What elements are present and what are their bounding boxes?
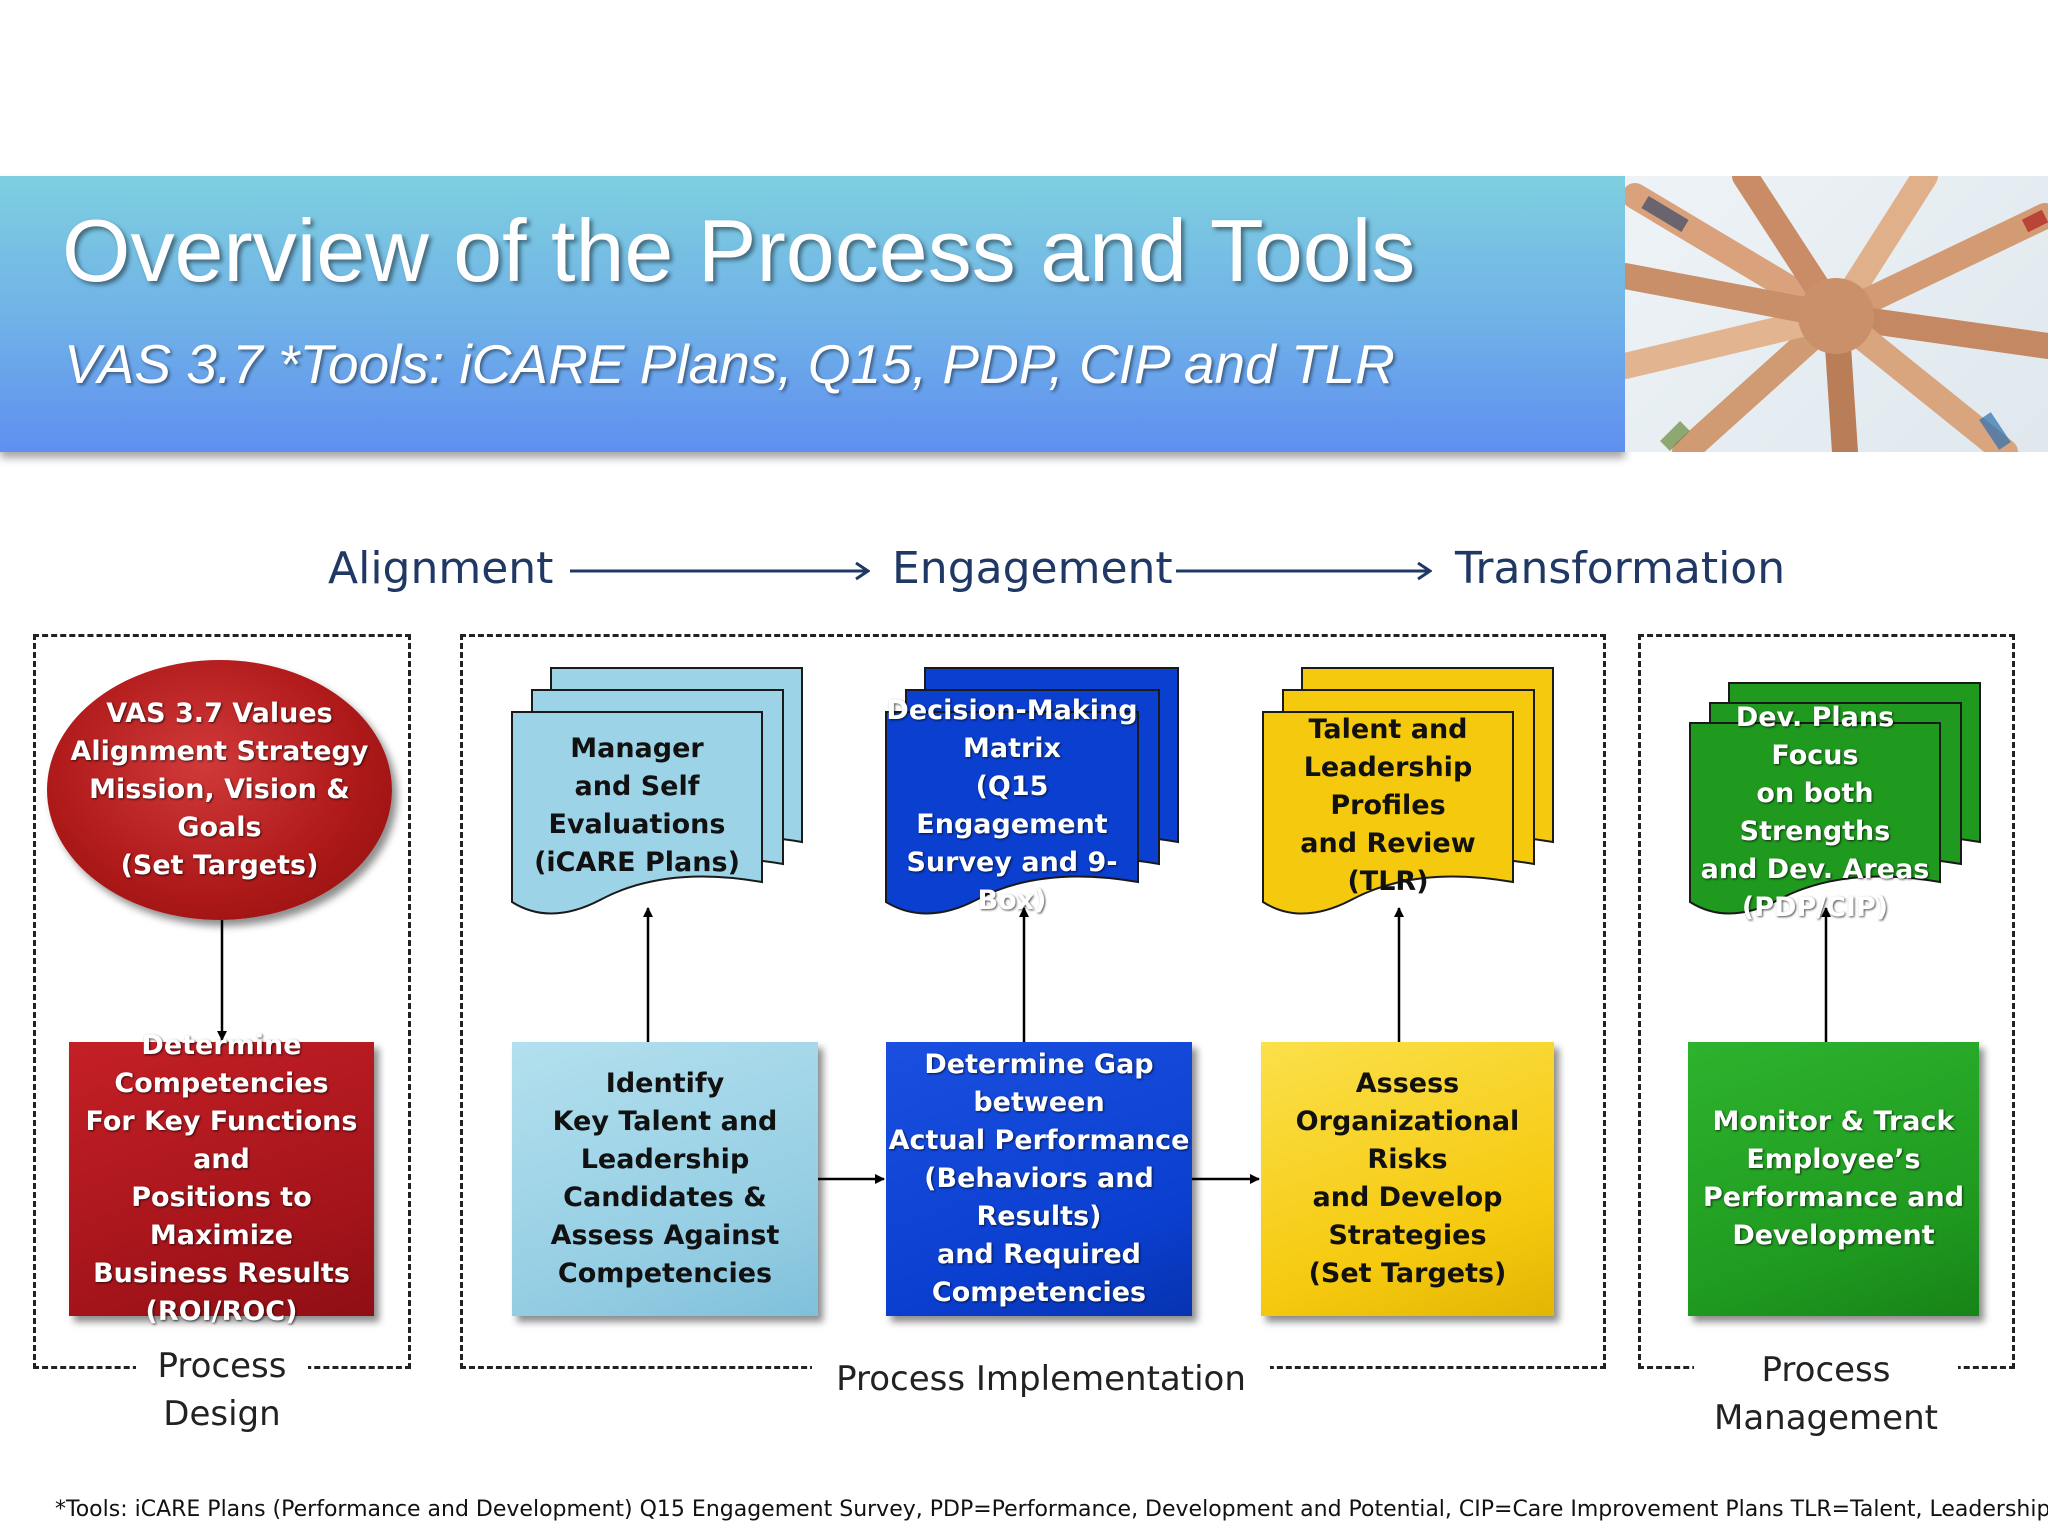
assess-risks-box: Assess Organizational Risks and Develop … xyxy=(1261,1042,1554,1316)
identify-key-talent-box: Identify Key Talent and Leadership Candi… xyxy=(512,1042,818,1316)
document-stack-tlr xyxy=(1262,667,1554,915)
monitor-track-box: Monitor & Track Employee’s Performance a… xyxy=(1688,1042,1979,1316)
section-label-design: Process Design xyxy=(136,1342,308,1438)
teamwork-hands-photo xyxy=(1625,176,2048,452)
document-pdp-label: Dev. Plans Focus on both Strengths and D… xyxy=(1700,702,1930,923)
determine-competencies-box: Determine Competencies For Key Functions… xyxy=(69,1030,374,1327)
section-label-management: Process Management xyxy=(1694,1346,1958,1442)
document-stack-icare xyxy=(511,667,803,915)
page-subtitle: VAS 3.7 *Tools: iCARE Plans, Q15, PDP, C… xyxy=(64,333,1395,395)
document-icare-label: Manager and Self Evaluations (iCARE Plan… xyxy=(534,733,740,878)
title-banner xyxy=(0,176,1625,452)
document-tlr-label: Talent and Leadership Profiles and Revie… xyxy=(1300,714,1476,897)
phase-engagement: Engagement xyxy=(892,543,1173,594)
tools-footnote: *Tools: iCARE Plans (Performance and Dev… xyxy=(55,1497,2048,1522)
document-q15-label: Decision-Making Matrix (Q15 Engagement S… xyxy=(886,695,1137,916)
phase-transformation: Transformation xyxy=(1455,543,1786,594)
values-alignment-oval: VAS 3.7 Values Alignment Strategy Missio… xyxy=(47,660,392,920)
determine-gap-box: Determine Gap between Actual Performance… xyxy=(886,1042,1192,1316)
document-stack-pdp xyxy=(1689,682,1981,915)
section-label-implementation: Process Implementation xyxy=(812,1355,1270,1403)
document-stack-q15 xyxy=(885,667,1179,915)
phase-alignment: Alignment xyxy=(328,543,554,594)
page-title: Overview of the Process and Tools xyxy=(62,201,1416,300)
